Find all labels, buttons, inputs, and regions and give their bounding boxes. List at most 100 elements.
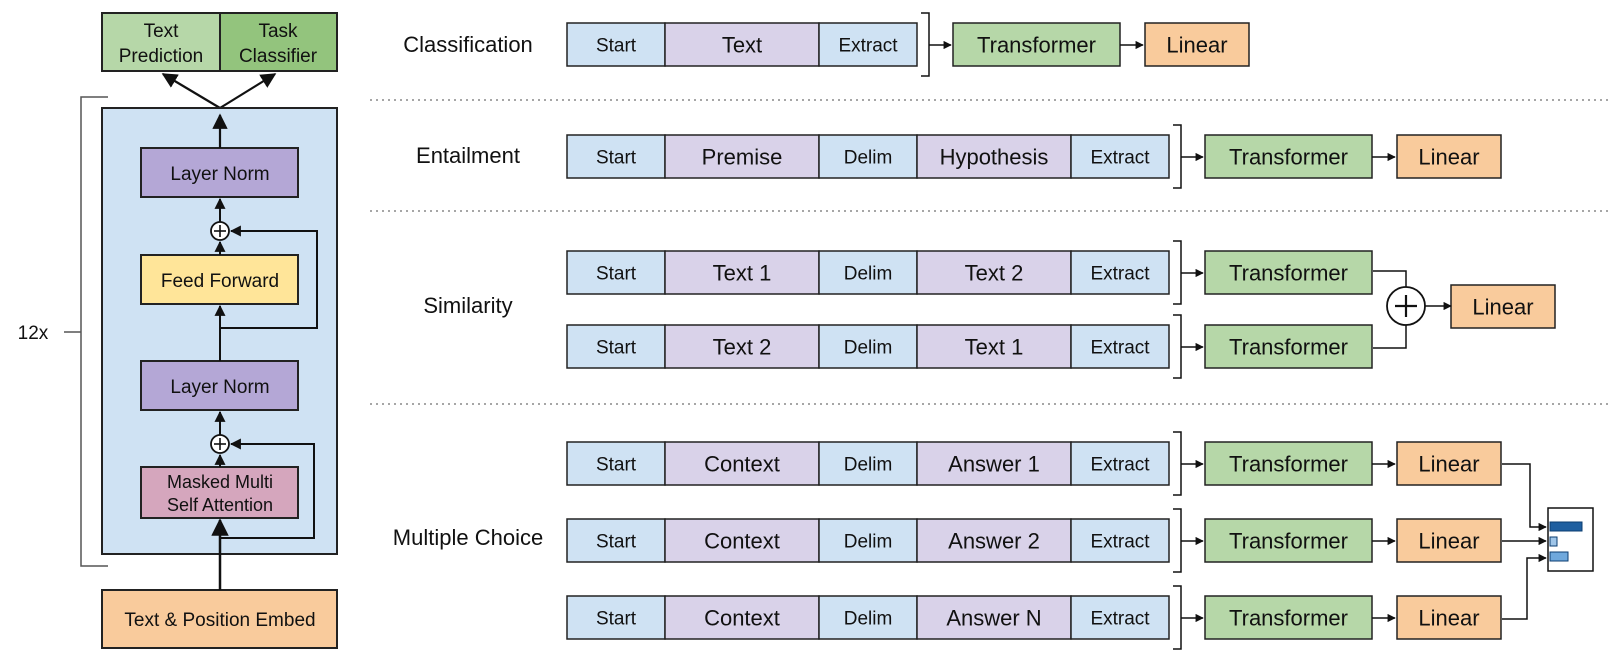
token-extract	[1070, 250, 1170, 295]
transformer-box-label: Transformer	[1229, 260, 1348, 285]
token-extract-label: Extract	[1090, 608, 1150, 629]
token-text-1-label: Text 1	[965, 334, 1024, 359]
token-start-label: Start	[596, 35, 637, 56]
token-extract	[1070, 324, 1170, 369]
token-text-2-label: Text 2	[713, 334, 772, 359]
transformer-box	[1204, 441, 1373, 486]
arrow-to-task-classifier	[219, 73, 277, 109]
transformer-box-label: Transformer	[1229, 528, 1348, 553]
token-start-label: Start	[596, 147, 637, 168]
token-hypothesis	[916, 134, 1072, 179]
token-extract	[1070, 134, 1170, 179]
multiple-choice-combiner	[1502, 463, 1594, 620]
token-text-1	[916, 324, 1072, 369]
transformer-box-label: Transformer	[1229, 605, 1348, 630]
token-extract-label: Extract	[1090, 337, 1150, 358]
task-label-multiple-choice: Multiple Choice	[393, 525, 543, 550]
token-answer-1-label: Answer 1	[948, 451, 1040, 476]
transformer-box	[1204, 595, 1373, 640]
similarity-combiner	[1373, 270, 1452, 349]
transformer-architecture: Text Prediction Task Classifier 12x Laye…	[18, 12, 338, 649]
linear-box-label: Linear	[1418, 144, 1479, 169]
linear-box	[1144, 22, 1250, 67]
transformer-box	[1204, 518, 1373, 563]
transformer-box-label: Transformer	[977, 32, 1096, 57]
token-start	[566, 595, 666, 640]
token-start	[566, 250, 666, 295]
task-label-entailment: Entailment	[416, 143, 520, 168]
token-context	[664, 595, 820, 640]
token-start-label: Start	[596, 337, 637, 358]
token-delim	[818, 250, 918, 295]
token-start	[566, 441, 666, 486]
token-delim-label: Delim	[844, 337, 893, 358]
masked-attention-label-1: Masked Multi	[167, 472, 273, 492]
task-classifier-label-1: Task	[258, 21, 298, 42]
token-extract	[818, 22, 918, 67]
task-label-classification: Classification	[403, 32, 533, 57]
layer-norm-bottom-label: Layer Norm	[170, 377, 269, 398]
task-label-similarity: Similarity	[423, 293, 512, 318]
token-text-1	[664, 250, 820, 295]
token-delim-label: Delim	[844, 454, 893, 475]
token-delim-label: Delim	[844, 147, 893, 168]
embed-label: Text & Position Embed	[124, 610, 315, 631]
transformer-box	[1204, 134, 1373, 179]
token-text-2	[664, 324, 820, 369]
token-extract	[1070, 518, 1170, 563]
text-prediction-label-2: Prediction	[119, 46, 204, 67]
transformer-box	[1204, 324, 1373, 369]
token-text-1-label: Text 1	[713, 260, 772, 285]
token-extract-label: Extract	[1090, 263, 1150, 284]
sequence-bracket	[1173, 508, 1182, 573]
token-context-label: Context	[704, 451, 780, 476]
transformer-box-label: Transformer	[1229, 334, 1348, 359]
token-text-2	[916, 250, 1072, 295]
feed-forward-label: Feed Forward	[161, 271, 279, 292]
linear-box-label: Linear	[1472, 294, 1533, 319]
token-delim	[818, 595, 918, 640]
task-classifier-label-2: Classifier	[239, 46, 318, 67]
linear-box-label: Linear	[1418, 605, 1479, 630]
layer-norm-top-label: Layer Norm	[170, 164, 269, 185]
token-answer-n	[916, 595, 1072, 640]
token-answer-1	[916, 441, 1072, 486]
masked-attention-label-2: Self Attention	[167, 495, 273, 515]
token-answer-n-label: Answer N	[946, 605, 1041, 630]
sequence-bracket	[1173, 431, 1182, 496]
token-text-label: Text	[722, 32, 762, 57]
linear-box	[1396, 134, 1502, 179]
token-start-label: Start	[596, 263, 637, 284]
token-hypothesis-label: Hypothesis	[940, 144, 1049, 169]
token-start	[566, 134, 666, 179]
token-answer-2-label: Answer 2	[948, 528, 1040, 553]
embed-box	[101, 589, 338, 649]
text-prediction-box	[101, 12, 221, 72]
sequence-bracket	[1173, 124, 1182, 189]
linear-box	[1396, 595, 1502, 640]
token-delim-label: Delim	[844, 263, 893, 284]
masked-attention-box	[140, 466, 299, 519]
token-start-label: Start	[596, 608, 637, 629]
token-premise-label: Premise	[702, 144, 783, 169]
token-text-2-label: Text 2	[965, 260, 1024, 285]
token-context	[664, 441, 820, 486]
token-start	[566, 518, 666, 563]
token-start	[566, 22, 666, 67]
token-extract-label: Extract	[1090, 454, 1150, 475]
linear-box	[1396, 441, 1502, 486]
token-start-label: Start	[596, 454, 637, 475]
token-context-label: Context	[704, 528, 780, 553]
text-prediction-label-1: Text	[144, 21, 180, 42]
token-premise	[664, 134, 820, 179]
transformer-box-label: Transformer	[1229, 144, 1348, 169]
layer-norm-bottom	[140, 360, 299, 411]
token-extract-label: Extract	[1090, 531, 1150, 552]
token-extract-label: Extract	[1090, 147, 1150, 168]
repeat-label: 12x	[18, 323, 49, 344]
token-delim-label: Delim	[844, 608, 893, 629]
linear-box	[1396, 518, 1502, 563]
task-classifier-box	[219, 12, 338, 72]
